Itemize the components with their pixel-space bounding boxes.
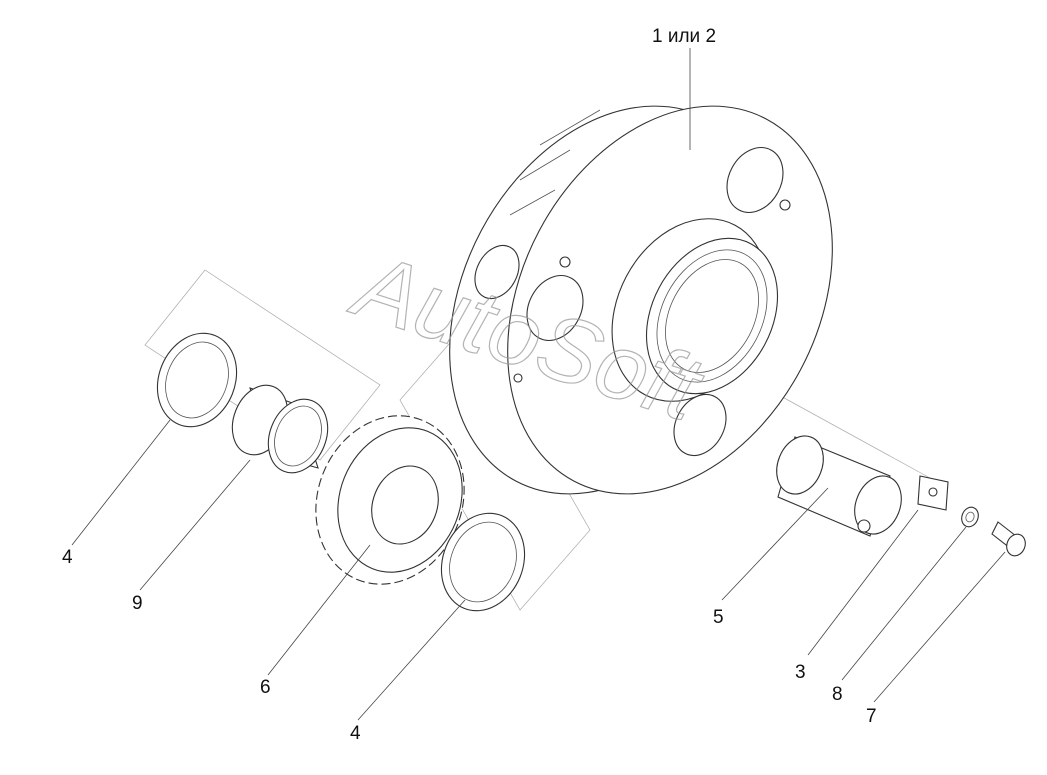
callout-4-right: 4 xyxy=(350,723,361,744)
callout-4-left: 4 xyxy=(62,547,73,568)
bolt xyxy=(991,521,1026,557)
thrust-washer-right xyxy=(440,512,526,612)
planet-pin xyxy=(776,435,902,537)
spring-washer xyxy=(961,506,979,528)
callout-5: 5 xyxy=(713,607,724,628)
lock-plate xyxy=(917,475,949,511)
callout-7: 7 xyxy=(866,706,877,727)
thrust-washer-left xyxy=(156,332,238,428)
callout-9: 9 xyxy=(132,593,143,614)
callout-8: 8 xyxy=(832,684,843,705)
callout-3: 3 xyxy=(795,662,806,683)
planet-gear xyxy=(315,415,465,585)
leader-lines xyxy=(71,48,1006,721)
planet-carrier xyxy=(449,105,833,495)
needle-bearing xyxy=(231,384,329,474)
callout-1-2: 1 или 2 xyxy=(652,26,716,47)
callout-6: 6 xyxy=(260,677,271,698)
